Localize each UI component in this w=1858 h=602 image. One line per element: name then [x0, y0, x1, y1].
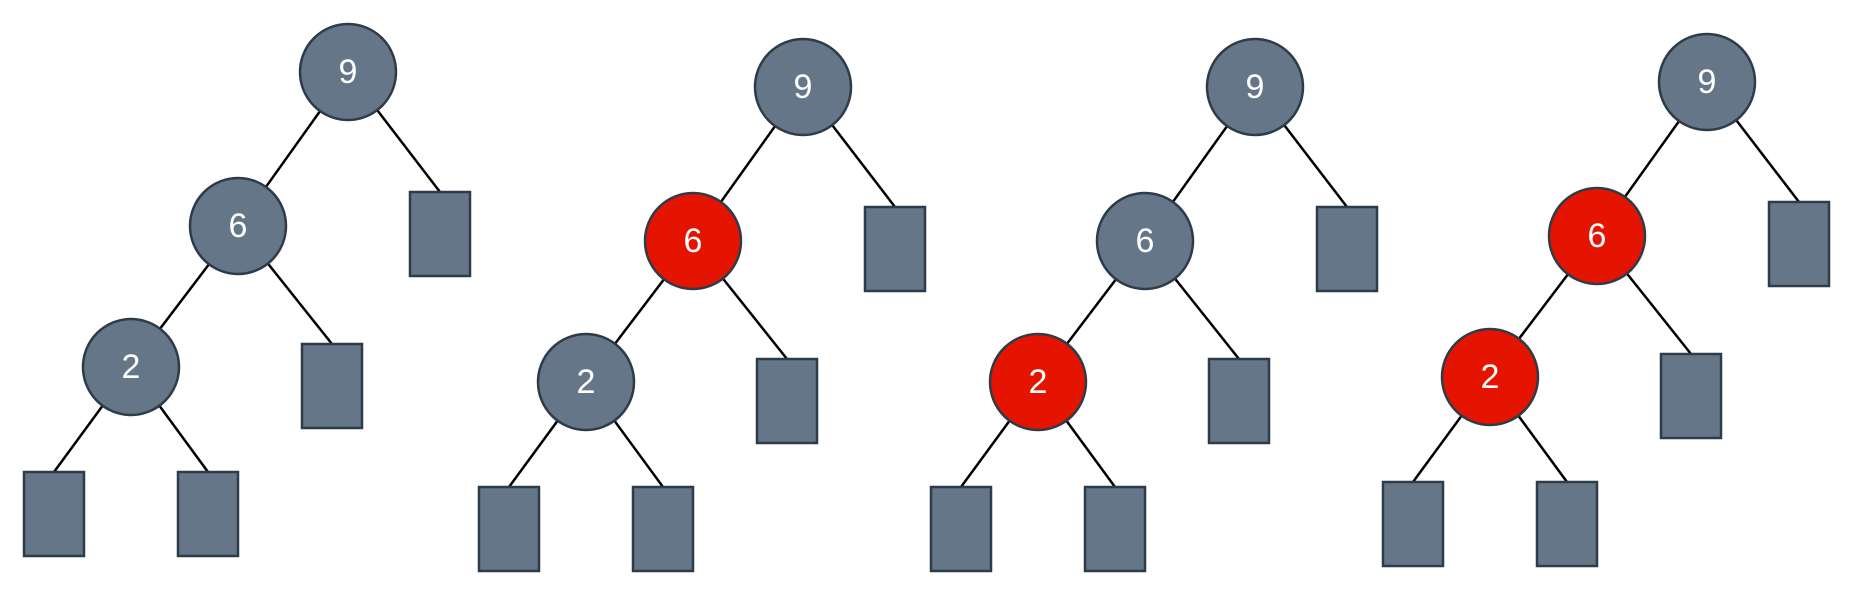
node-label: 6 [684, 222, 703, 260]
node-circle-black [1205, 37, 1305, 137]
node-circle-red [988, 332, 1088, 432]
node-label: 2 [122, 348, 141, 386]
tree-node-6: 6 [188, 176, 288, 276]
node-circle-black [81, 317, 181, 417]
tree-node-9: 9 [753, 37, 853, 137]
node-label: 2 [1481, 358, 1500, 396]
node-label: 6 [1588, 217, 1607, 255]
tree-3: 9 6 2 [929, 37, 1379, 573]
node-circle-red [1547, 186, 1647, 286]
tree-2: 9 6 2 [477, 37, 927, 573]
nil-leaf-6-right [755, 357, 819, 445]
node-label: 9 [794, 68, 813, 106]
nil-leaf-2-right [1083, 485, 1147, 573]
node-circle-black [753, 37, 853, 137]
nil-leaf-6-right [1659, 352, 1723, 440]
tree-4: 9 6 2 [1381, 32, 1831, 568]
node-label: 2 [1029, 363, 1048, 401]
tree-node-6: 6 [1547, 186, 1647, 286]
node-circle-black [536, 332, 636, 432]
nil-leaf-2-right [631, 485, 695, 573]
nil-leaf-9-right [408, 190, 472, 278]
tree-node-2: 2 [988, 332, 1088, 432]
node-circle-black [1095, 191, 1195, 291]
node-label: 9 [1698, 63, 1717, 101]
nil-leaf-2-left [22, 470, 86, 558]
nil-leaf-9-right [863, 205, 927, 293]
nil-leaf-2-right [1535, 480, 1599, 568]
nil-leaf-2-left [477, 485, 541, 573]
node-label: 2 [577, 363, 596, 401]
node-circle-black [188, 176, 288, 276]
nil-leaf-9-right [1315, 205, 1379, 293]
node-label: 6 [1136, 222, 1155, 260]
nil-leaf-6-right [300, 342, 364, 430]
nil-leaf-6-right [1207, 357, 1271, 445]
tree-node-6: 6 [1095, 191, 1195, 291]
tree-node-9: 9 [1205, 37, 1305, 137]
tree-1: 9 6 2 [22, 22, 472, 558]
tree-node-9: 9 [298, 22, 398, 122]
tree-node-2: 2 [1440, 327, 1540, 427]
node-label: 9 [1246, 68, 1265, 106]
nil-leaf-2-right [176, 470, 240, 558]
node-label: 6 [229, 207, 248, 245]
node-circle-red [1440, 327, 1540, 427]
nil-leaf-2-left [1381, 480, 1445, 568]
node-circle-black [1657, 32, 1757, 132]
node-label: 9 [339, 53, 358, 91]
tree-node-2: 2 [81, 317, 181, 417]
node-circle-black [298, 22, 398, 122]
node-circle-red [643, 191, 743, 291]
tree-node-2: 2 [536, 332, 636, 432]
tree-node-9: 9 [1657, 32, 1757, 132]
nil-leaf-9-right [1767, 200, 1831, 288]
tree-node-6: 6 [643, 191, 743, 291]
nil-leaf-2-left [929, 485, 993, 573]
